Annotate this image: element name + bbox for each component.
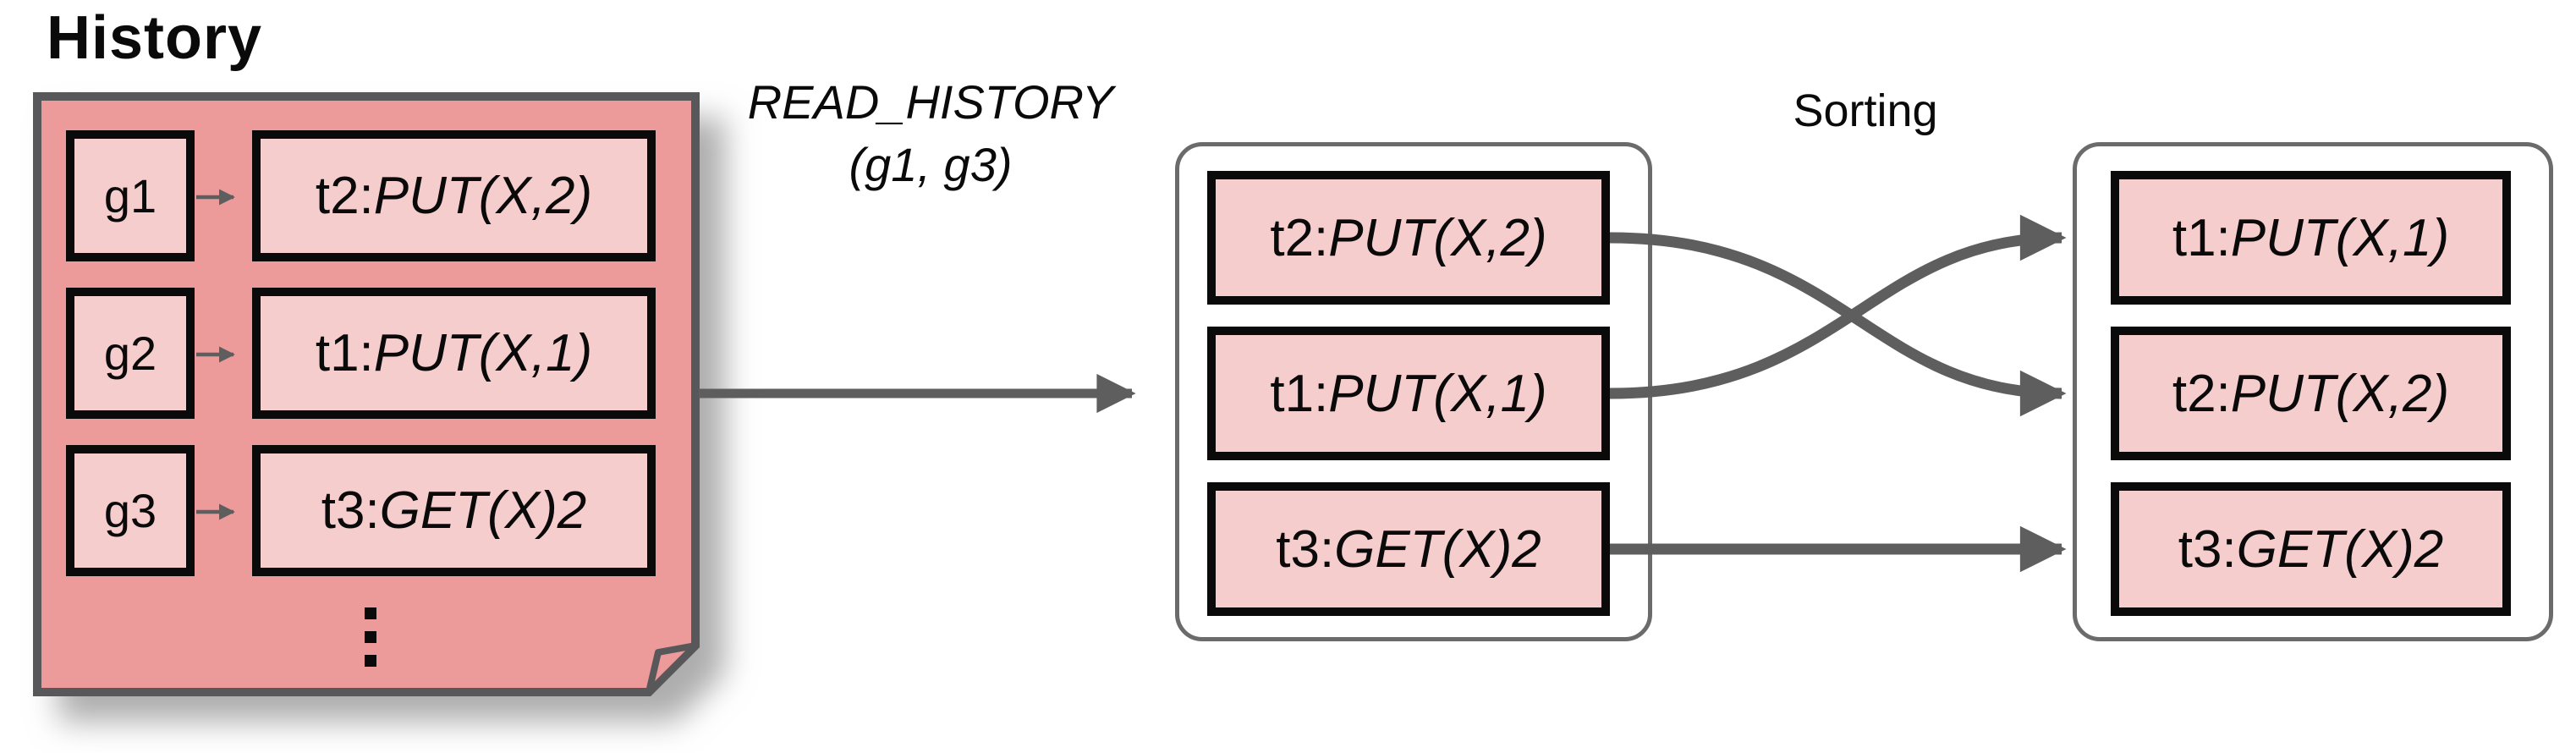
guard-box-g2: g2 bbox=[66, 288, 195, 419]
history-op-box-t3: t3:GET(X)2 bbox=[252, 445, 656, 576]
arrow-sort-t1 bbox=[1609, 214, 2067, 399]
unsorted-op-box-t3: t3:GET(X)2 bbox=[1207, 482, 1610, 616]
guard-label: g1 bbox=[103, 169, 157, 223]
op-call: PUT(X,1) bbox=[373, 324, 593, 382]
unsorted-op-box-t1: t1:PUT(X,1) bbox=[1207, 327, 1610, 460]
unsorted-op-box-t2: t2:PUT(X,2) bbox=[1207, 171, 1610, 305]
history-op-box-t2: t2:PUT(X,2) bbox=[252, 130, 656, 261]
op-id: t3: bbox=[2178, 519, 2237, 579]
read-history-label: READ_HISTORY (g1, g3) bbox=[723, 71, 1138, 196]
read-history-line1: READ_HISTORY bbox=[747, 75, 1114, 129]
op-id: t2: bbox=[315, 167, 374, 225]
guard-box-g3: g3 bbox=[66, 445, 195, 576]
arrow-sort-t2 bbox=[1609, 232, 2067, 417]
sorted-op-box-t1: t1:PUT(X,1) bbox=[2111, 171, 2511, 305]
op-call: GET(X)2 bbox=[2236, 519, 2444, 579]
ellipsis-icon bbox=[365, 607, 376, 667]
history-title: History bbox=[47, 4, 263, 72]
op-call: PUT(X,2) bbox=[2230, 364, 2450, 423]
folded-corner-icon bbox=[645, 642, 699, 695]
op-call: GET(X)2 bbox=[1334, 519, 1541, 579]
guard-label: g3 bbox=[103, 484, 157, 537]
guard-box-g1: g1 bbox=[66, 130, 195, 261]
op-id: t1: bbox=[2172, 208, 2231, 267]
op-call: GET(X)2 bbox=[379, 481, 587, 540]
op-call: PUT(X,1) bbox=[1328, 364, 1547, 423]
sorted-op-box-t2: t2:PUT(X,2) bbox=[2111, 327, 2511, 460]
read-history-line2: (g1, g3) bbox=[849, 137, 1013, 191]
op-call: PUT(X,2) bbox=[373, 167, 593, 225]
op-id: t3: bbox=[1276, 519, 1335, 579]
op-call: PUT(X,2) bbox=[1328, 208, 1547, 267]
op-id: t1: bbox=[315, 324, 374, 382]
op-id: t2: bbox=[2172, 364, 2231, 423]
history-op-box-t1: t1:PUT(X,1) bbox=[252, 288, 656, 419]
op-id: t3: bbox=[321, 481, 380, 540]
sorted-op-box-t3: t3:GET(X)2 bbox=[2111, 482, 2511, 616]
sorting-label: Sorting bbox=[1793, 85, 1938, 136]
guard-label: g2 bbox=[103, 327, 157, 380]
op-id: t1: bbox=[1270, 364, 1329, 423]
op-id: t2: bbox=[1270, 208, 1329, 267]
op-call: PUT(X,1) bbox=[2230, 208, 2450, 267]
